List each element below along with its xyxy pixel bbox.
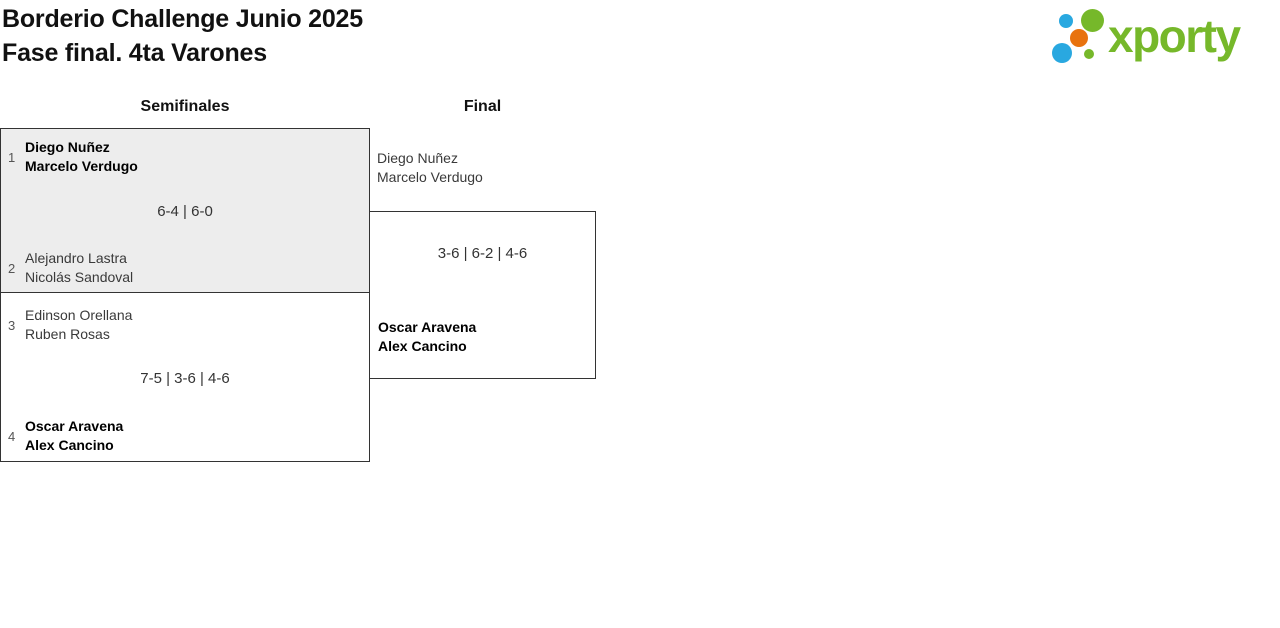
match-score: 7-5 | 3-6 | 4-6 (140, 370, 230, 387)
logo-green-dot-small-icon (1084, 49, 1094, 59)
match-score: 3-6 | 6-2 | 4-6 (437, 245, 528, 262)
player-name: Marcelo Verdugo (25, 158, 138, 174)
team-players: Alejandro Lastra Nicolás Sandoval (25, 249, 133, 287)
match-team-row: 1 Diego Nuñez Marcelo Verdugo (1, 138, 369, 176)
match-semifinal-1: 1 Diego Nuñez Marcelo Verdugo 6-4 | 6-0 … (0, 128, 370, 293)
logo-green-dot-large-icon (1081, 9, 1104, 32)
seed-number: 3 (8, 317, 16, 333)
match-team-row: Oscar Aravena Alex Cancino (370, 318, 595, 356)
player-name: Alejandro Lastra (25, 250, 127, 266)
player-name: Marcelo Verdugo (377, 169, 483, 185)
xporty-logo-text: xporty (1108, 10, 1241, 62)
round-header-semifinals: Semifinales (140, 98, 230, 115)
logo-blue-dot-small-icon (1059, 14, 1073, 28)
match-semifinal-2: 3 Edinson Orellana Ruben Rosas 7-5 | 3-6… (0, 293, 370, 462)
player-name: Edinson Orellana (25, 307, 133, 323)
round-header-final: Final (463, 98, 502, 115)
logo-blue-dot-large-icon (1052, 43, 1072, 63)
player-name: Nicolás Sandoval (25, 269, 134, 285)
final-team-top: Diego Nuñez Marcelo Verdugo (377, 149, 483, 187)
tournament-name: Borderio Challenge Junio 2025 (2, 5, 363, 33)
seed-number: 1 (8, 149, 16, 165)
player-name: Alex Cancino (378, 338, 467, 354)
team-players: Oscar Aravena Alex Cancino (25, 417, 123, 455)
match-score: 6-4 | 6-0 (157, 203, 213, 220)
match-final: 3-6 | 6-2 | 4-6 Oscar Aravena Alex Canci… (369, 211, 596, 379)
player-name: Diego Nuñez (377, 150, 458, 166)
xporty-logo[interactable]: xporty (1050, 5, 1280, 71)
team-players: Edinson Orellana Ruben Rosas (25, 306, 132, 344)
seed-number: 2 (8, 260, 16, 276)
player-name: Diego Nuñez (25, 139, 110, 155)
team-players: Diego Nuñez Marcelo Verdugo (25, 138, 138, 176)
phase-category-subtitle: Fase final. 4ta Varones (2, 39, 267, 67)
team-players: Oscar Aravena Alex Cancino (378, 318, 476, 356)
match-team-row: 2 Alejandro Lastra Nicolás Sandoval (1, 249, 369, 287)
match-team-row: 4 Oscar Aravena Alex Cancino (1, 417, 369, 455)
player-name: Oscar Aravena (25, 418, 124, 434)
player-name: Ruben Rosas (25, 326, 110, 342)
player-name: Oscar Aravena (378, 319, 477, 335)
logo-orange-dot-icon (1070, 29, 1088, 47)
match-team-row: 3 Edinson Orellana Ruben Rosas (1, 306, 369, 344)
page-title: Borderio Challenge Junio 2025 Fase final… (2, 2, 363, 70)
player-name: Alex Cancino (25, 437, 114, 453)
seed-number: 4 (8, 428, 16, 444)
